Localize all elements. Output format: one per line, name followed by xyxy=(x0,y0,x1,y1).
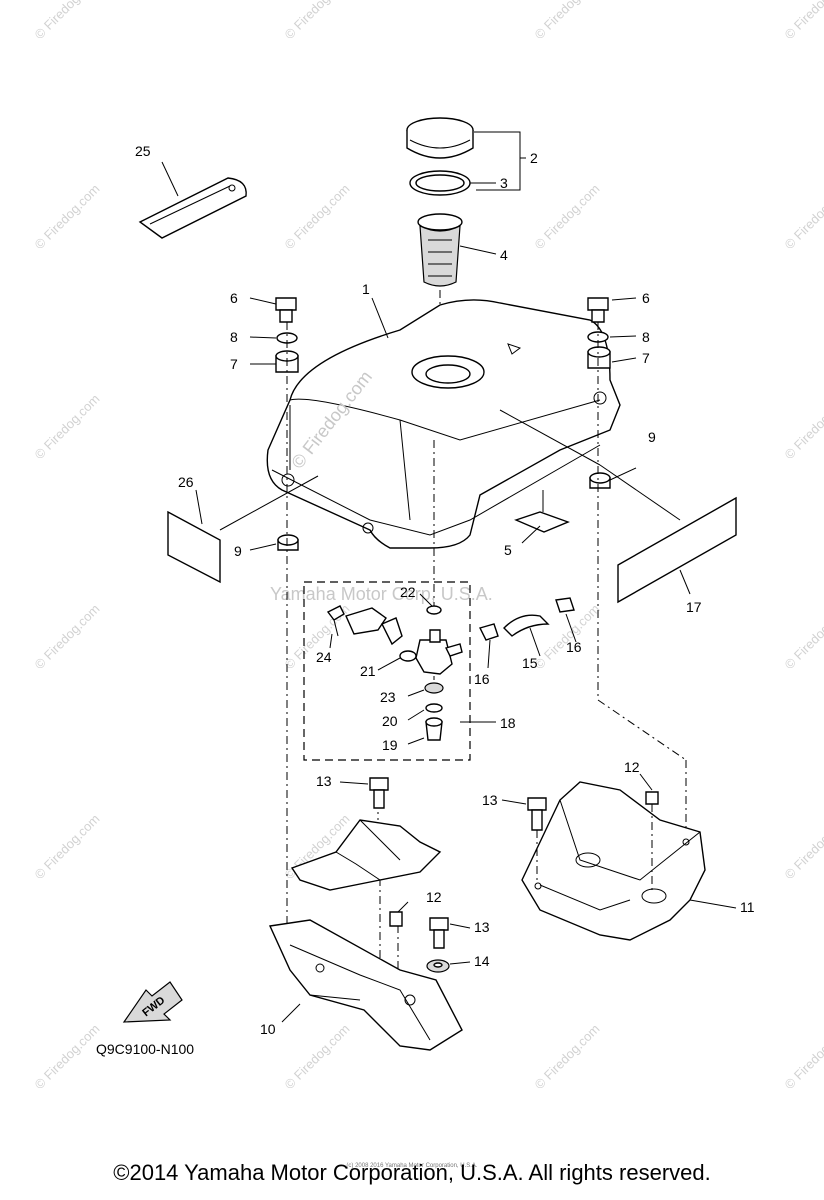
right-grommet-7 xyxy=(587,346,611,369)
part-1-fuel-tank xyxy=(266,299,621,549)
watermark-text-7: © Firedog.com xyxy=(782,181,824,252)
callout-12-lower: 12 xyxy=(426,889,442,905)
part-16-clip-right xyxy=(555,597,575,613)
tiny-credit: (c) 2008 2016 Yamaha Motor Corporation, … xyxy=(346,1163,478,1169)
callout-22: 22 xyxy=(400,584,416,600)
fwd-arrow-icon: FWD xyxy=(122,981,183,1023)
callout-21: 21 xyxy=(360,663,376,679)
part-19-cup xyxy=(425,717,443,741)
callout-labels: 25 2 3 4 1 6 8 7 6 8 7 9 26 9 5 17 22 24… xyxy=(96,143,755,1057)
watermark-text-0: © Firedog.com xyxy=(32,0,103,42)
part-11-skid-plate xyxy=(521,781,706,941)
callout-18: 18 xyxy=(500,715,516,731)
callout-11: 11 xyxy=(740,899,755,915)
part-3-gasket xyxy=(409,170,471,196)
petcock-assembly-box xyxy=(303,581,471,761)
callout-7-left: 7 xyxy=(230,356,238,372)
part-26-label xyxy=(167,510,221,584)
watermark-text-21: © Firedog.com xyxy=(282,1021,353,1092)
callout-17: 17 xyxy=(686,599,702,615)
callout-8-left: 8 xyxy=(230,329,238,345)
watermark-text-16: © Firedog.com xyxy=(32,811,103,882)
watermark-text-23: © Firedog.com xyxy=(782,1021,824,1092)
callout-6-left: 6 xyxy=(230,290,238,306)
part-2-fuel-cap xyxy=(406,117,474,159)
watermark-text-8: © Firedog.com xyxy=(32,391,103,462)
right-bolt-6 xyxy=(587,297,609,323)
callout-16-right: 16 xyxy=(566,639,582,655)
callout-19: 19 xyxy=(382,737,398,753)
watermark-text-11: © Firedog.com xyxy=(782,391,824,462)
watermark-text-22: © Firedog.com xyxy=(532,1021,603,1092)
center-watermark: Yamaha Motor Corp, U.S.A. xyxy=(270,584,493,604)
part-22-washer xyxy=(426,605,442,615)
right-grommet-9 xyxy=(589,472,611,489)
part-24-screw xyxy=(326,605,345,637)
watermark-text-6: © Firedog.com xyxy=(532,181,603,252)
lower-bolt-13 xyxy=(429,917,449,949)
diagram-ref-code: Q9C9100-N100 xyxy=(96,1041,194,1057)
copyright-footer: ©2014 Yamaha Motor Corporation, U.S.A. A… xyxy=(113,1160,711,1185)
callout-9-left: 9 xyxy=(234,543,242,559)
part-23-washer xyxy=(424,682,444,694)
callout-15: 15 xyxy=(522,655,538,671)
watermark-text-12: © Firedog.com xyxy=(32,601,103,672)
watermark-text-4: © Firedog.com xyxy=(32,181,103,252)
watermark-text-3: © Firedog.com xyxy=(782,0,824,42)
part-5-pad xyxy=(514,511,570,533)
callout-8-right: 8 xyxy=(642,329,650,345)
part-21-lever xyxy=(345,607,417,662)
callout-6-right: 6 xyxy=(642,290,650,306)
callout-14: 14 xyxy=(474,953,490,969)
part-16-clip-left xyxy=(478,623,499,641)
part-20-oring xyxy=(425,703,443,713)
watermark-text-1: © Firedog.com xyxy=(282,0,353,42)
callout-5: 5 xyxy=(504,542,512,558)
part-25-label-strip xyxy=(138,177,247,239)
watermark-text-14: © Firedog.com xyxy=(532,601,603,672)
part-15-hose xyxy=(503,614,550,637)
part-10-bracket xyxy=(268,919,463,1051)
callout-9-right: 9 xyxy=(648,429,656,445)
callout-1: 1 xyxy=(362,281,370,297)
callout-16-left: 16 xyxy=(474,671,490,687)
callout-2: 2 xyxy=(530,150,538,166)
callout-10: 10 xyxy=(260,1021,276,1037)
watermark-text-20: © Firedog.com xyxy=(32,1021,103,1092)
watermark-text-5: © Firedog.com xyxy=(282,181,353,252)
petcock-body xyxy=(415,629,463,675)
callout-13-lower: 13 xyxy=(474,919,490,935)
watermark-text-19: © Firedog.com xyxy=(782,811,824,882)
middle-bolt-13 xyxy=(369,777,389,809)
skid-bolt-13 xyxy=(527,797,547,831)
part-4-strainer xyxy=(417,213,463,287)
leader-lines xyxy=(161,131,737,1023)
callout-13-middle: 13 xyxy=(316,773,332,789)
callout-7-right: 7 xyxy=(642,350,650,366)
left-grommet-9 xyxy=(277,534,299,551)
skid-bolt-12 xyxy=(645,791,659,805)
callout-3: 3 xyxy=(500,175,508,191)
callout-26: 26 xyxy=(178,474,194,490)
middle-bracket xyxy=(290,819,442,891)
watermark-text-2: © Firedog.com xyxy=(532,0,603,42)
callout-20: 20 xyxy=(382,713,398,729)
callout-13-skid: 13 xyxy=(482,792,498,808)
watermark-text-15: © Firedog.com xyxy=(782,601,824,672)
lower-bolt-12 xyxy=(389,911,403,927)
left-bolt-6 xyxy=(275,297,297,323)
callout-23: 23 xyxy=(380,689,396,705)
callout-12-skid: 12 xyxy=(624,759,640,775)
part-17-label xyxy=(617,496,737,604)
callout-25: 25 xyxy=(135,143,151,159)
callout-24: 24 xyxy=(316,649,332,665)
part-14-washer xyxy=(426,959,450,973)
callout-4: 4 xyxy=(500,247,508,263)
